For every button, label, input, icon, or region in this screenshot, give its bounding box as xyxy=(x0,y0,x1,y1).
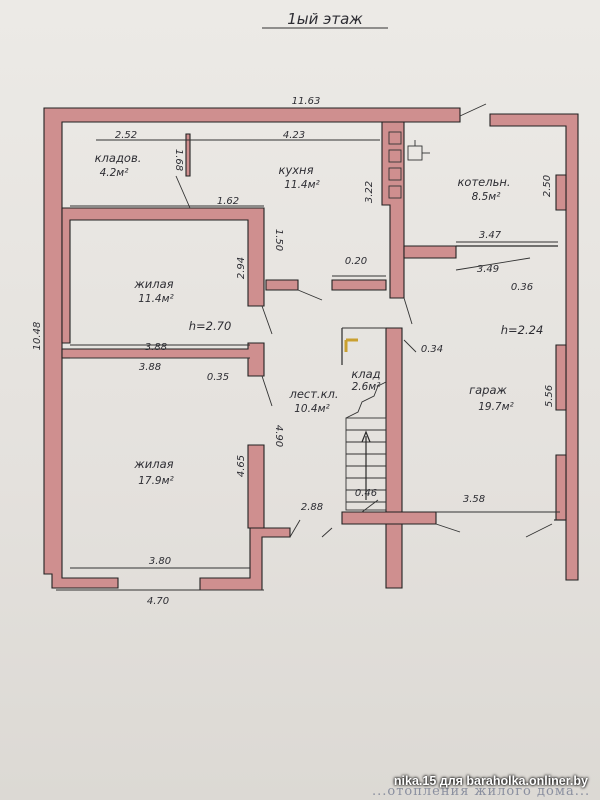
dim-3-58: 3.58 xyxy=(463,494,485,505)
outer-walls xyxy=(43,107,579,591)
room-labels: кладов. 4.2м² кухня 11.4м² котельн. 8.5м… xyxy=(95,151,544,487)
height-left: h=2.70 xyxy=(189,319,232,333)
boiler-symbol-icon xyxy=(407,140,430,161)
dim-1-68: 1.68 xyxy=(173,149,184,171)
room-area-storage2: 2.6м² xyxy=(352,381,382,393)
room-area-living2: 17.9м² xyxy=(138,475,174,487)
dim-1-62: 1.62 xyxy=(217,196,239,207)
dim-top-total: 11.63 xyxy=(292,96,321,107)
room-area-kitchen: 11.4м² xyxy=(284,179,320,191)
dim-3-88b: 3.88 xyxy=(139,362,161,373)
room-name-storage2: клад xyxy=(351,367,380,381)
room-area-stairhall: 10.4м² xyxy=(294,403,330,415)
room-name-boiler: котельн. xyxy=(457,175,510,189)
dim-4-65: 4.65 xyxy=(236,455,247,477)
dim-10-48: 10.48 xyxy=(32,322,43,351)
staircase xyxy=(345,381,387,511)
dim-4-70: 4.70 xyxy=(147,596,169,607)
dim-4-90: 4.90 xyxy=(273,425,284,447)
dim-0-35: 0.35 xyxy=(207,372,229,383)
dimension-lines xyxy=(56,103,560,591)
dim-3-49: 3.49 xyxy=(477,264,499,275)
room-name-stairhall: лест.кл. xyxy=(288,387,338,401)
dim-2-94: 2.94 xyxy=(236,257,247,279)
room-name-living1: жилая xyxy=(133,277,173,291)
interior-walls xyxy=(61,121,558,589)
dim-2-52: 2.52 xyxy=(115,130,137,141)
dim-0-46: 0.46 xyxy=(355,488,377,499)
footer-caption: ...отопления жилого дома... xyxy=(372,784,591,799)
dim-2-88: 2.88 xyxy=(301,502,323,513)
dim-3-47: 3.47 xyxy=(479,230,502,241)
dim-0-36: 0.36 xyxy=(511,282,533,293)
dim-1-50: 1.50 xyxy=(273,229,284,251)
dim-0-20: 0.20 xyxy=(345,256,367,267)
dim-2-50: 2.50 xyxy=(542,175,553,197)
dim-3-88a: 3.88 xyxy=(145,342,167,353)
dim-3-22: 3.22 xyxy=(364,181,375,203)
dim-4-23: 4.23 xyxy=(283,130,305,141)
room-name-garage: гараж xyxy=(469,383,507,397)
plan-title: 1ый этаж xyxy=(287,10,363,28)
dim-0-34: 0.34 xyxy=(421,344,443,355)
room-name-kitchen: кухня xyxy=(279,163,314,177)
dim-3-80: 3.80 xyxy=(149,556,171,567)
height-right: h=2.24 xyxy=(501,323,544,337)
room-name-storage1: кладов. xyxy=(95,151,142,165)
room-area-boiler: 8.5м² xyxy=(472,191,502,203)
dim-5-56: 5.56 xyxy=(544,385,555,407)
dimension-labels: 11.63 2.52 4.23 1.62 0.20 3.47 3.49 0.36… xyxy=(32,96,555,607)
watermark: nika.15 для baraholka.onliner.by xyxy=(393,774,588,788)
room-area-storage1: 4.2м² xyxy=(100,167,130,179)
room-area-living1: 11.4м² xyxy=(138,293,174,305)
room-area-garage: 19.7м² xyxy=(478,401,514,413)
room-name-living2: жилая xyxy=(133,457,173,471)
